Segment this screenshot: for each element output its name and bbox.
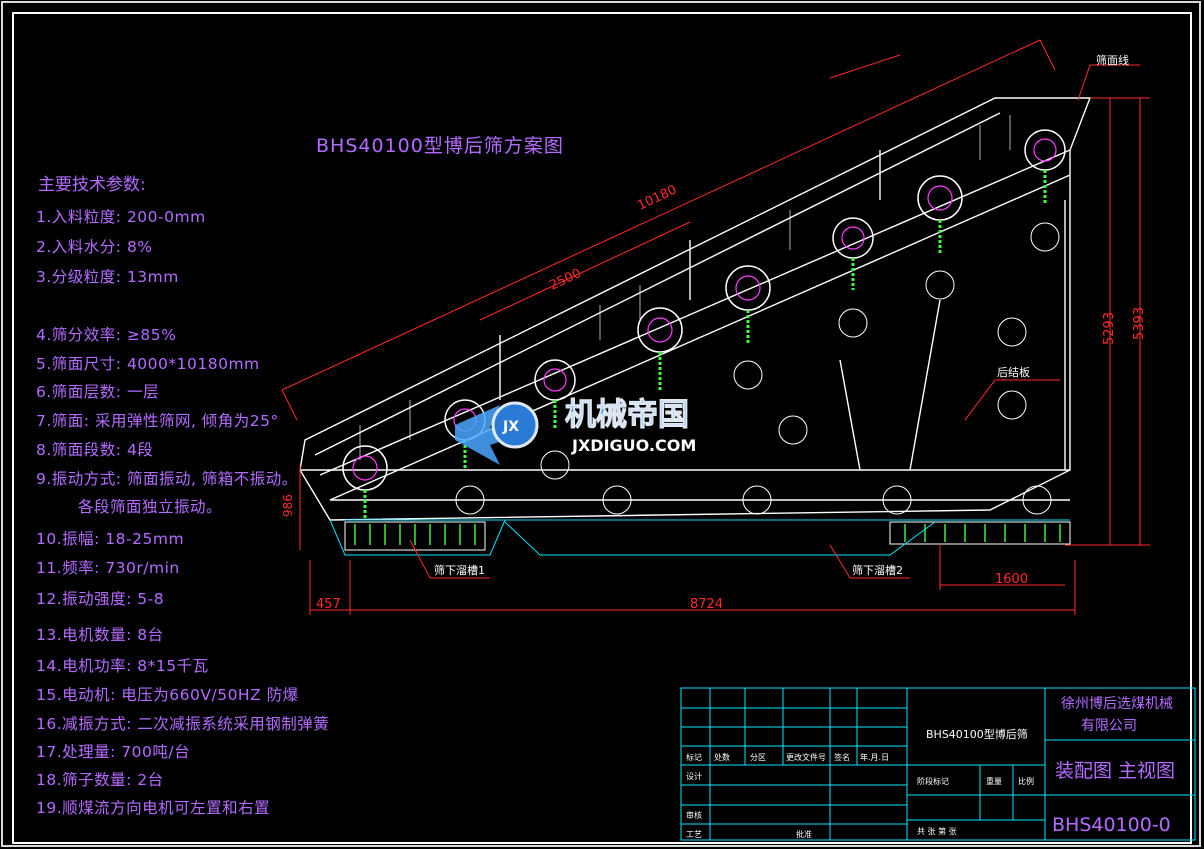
param-item: 10.振幅: 18-25mm (36, 530, 185, 548)
chute-outline-2 (504, 521, 936, 556)
param-item: 3.分级粒度: 13mm (36, 268, 179, 286)
frame-hatching (359, 115, 1011, 460)
param-item: 8.筛面段数: 4段 (36, 441, 154, 459)
bolt-flange (882, 485, 912, 515)
dim-left-offset: 457 (316, 597, 341, 612)
title-block-label: 处数 (714, 753, 730, 762)
dim-base-length: 8724 (690, 597, 723, 612)
company-name-line2: 有限公司 (1081, 718, 1137, 734)
watermark-logo-text: 机械帝国 (565, 397, 689, 433)
param-item: 15.电动机: 电压为660V/50HZ 防爆 (36, 686, 299, 704)
scale-label: 比例 (1018, 777, 1034, 786)
label-chute-1: 筛下溜槽1 (434, 563, 485, 577)
dim-height-2: 5393 (1132, 307, 1147, 340)
param-item: 14.电机功率: 8*15千瓦 (36, 657, 209, 675)
param-item: 16.减振方式: 二次减振系统采用钢制弹簧 (36, 715, 330, 733)
bolt-flange (778, 415, 808, 445)
dim-left-height: 986 (281, 494, 295, 517)
stage-mark-label: 阶段标记 (917, 777, 949, 786)
title-block-label: 标记 (686, 753, 702, 762)
dim-height-1: 5293 (1102, 312, 1117, 345)
param-item: 4.筛分效率: ≥85% (36, 326, 177, 344)
weight-label: 重量 (986, 777, 1002, 786)
watermark-site: JXDIGUO.COM (571, 436, 696, 455)
motor-7 (917, 175, 963, 255)
param-item: 17.处理量: 700吨/台 (36, 743, 191, 761)
dimension-lines (281, 39, 1150, 615)
drawing-title: BHS40100型博后筛方案图 (316, 135, 564, 157)
motor-3 (534, 359, 576, 430)
motor-6 (832, 217, 874, 290)
review-label: 审核 (686, 811, 702, 820)
param-item: 6.筛面层数: 一层 (36, 383, 159, 401)
vibration-motors (342, 129, 1066, 520)
param-item: 19.顺煤流方向电机可左置和右置 (36, 799, 271, 817)
motor-1 (342, 445, 388, 520)
params-heading: 主要技术参数: (38, 175, 146, 195)
watermark-logo: JX 机械帝国 JXDIGUO.COM (455, 397, 696, 465)
drawing-name: 装配图 主视图 (1055, 760, 1176, 782)
drawing-number: BHS40100-0 (1052, 814, 1171, 836)
gear-icon (491, 401, 539, 449)
bolt-flange (1030, 222, 1060, 252)
dim-right-offset: 1600 (995, 572, 1028, 587)
param-item: 9.振动方式: 筛面振动, 筛箱不振动。 (36, 470, 298, 488)
param-item: 18.筛子数量: 2台 (36, 771, 164, 789)
bolt-flange (742, 485, 772, 515)
bolt-flange (838, 308, 868, 338)
motor-5 (725, 265, 771, 345)
title-block-label: 分区 (750, 753, 766, 762)
param-item: 5.筛面尺寸: 4000*10180mm (36, 355, 260, 373)
chute-base-right (889, 521, 1071, 545)
label-rear-plate: 后结板 (997, 365, 1030, 379)
motor-4 (637, 307, 683, 390)
param-item: 各段筛面独立振动。 (78, 498, 223, 516)
label-chute-2: 筛下溜槽2 (852, 563, 903, 577)
title-block-label: 签名 (834, 753, 850, 762)
param-item: 12.振动强度: 5-8 (36, 590, 165, 608)
wing-icon (455, 405, 520, 465)
sheets-label: 共 张 第 张 (917, 827, 957, 836)
title-block-label: 年.月.日 (860, 753, 890, 762)
bolt-flange (540, 450, 570, 480)
approve-label: 批准 (796, 830, 812, 839)
drawing-inner-border (12, 12, 1192, 844)
process-label: 工艺 (686, 830, 702, 839)
spring-row (354, 524, 1061, 545)
watermark-badge: JX (502, 419, 519, 435)
motor-8 (1024, 129, 1066, 205)
label-screen-line: 筛面线 (1096, 53, 1129, 67)
title-block-grid (680, 687, 1196, 841)
param-item: 2.入料水分: 8% (36, 238, 153, 256)
bolt-flange (925, 270, 955, 300)
bolt-flange (455, 485, 485, 515)
screen-frame (299, 97, 1092, 521)
company-name-line1: 徐州博后选煤机械 (1061, 696, 1173, 712)
design-label: 设计 (686, 772, 702, 781)
product-name: BHS40100型博后筛 (926, 728, 1028, 741)
bolt-flange (997, 317, 1027, 347)
bolt-flange (1022, 485, 1052, 515)
bolt-flange (997, 390, 1027, 420)
bolt-flanges (455, 222, 1060, 515)
param-item: 13.电机数量: 8台 (36, 626, 164, 644)
param-item: 7.筛面: 采用弹性筛网, 倾角为25° (36, 412, 279, 430)
bolt-flange (602, 485, 632, 515)
param-item: 11.频率: 730r/min (36, 559, 180, 577)
title-block-label: 更改文件号 (786, 753, 826, 762)
bolt-flange (733, 360, 763, 390)
param-item: 1.入料粒度: 200-0mm (36, 208, 206, 226)
